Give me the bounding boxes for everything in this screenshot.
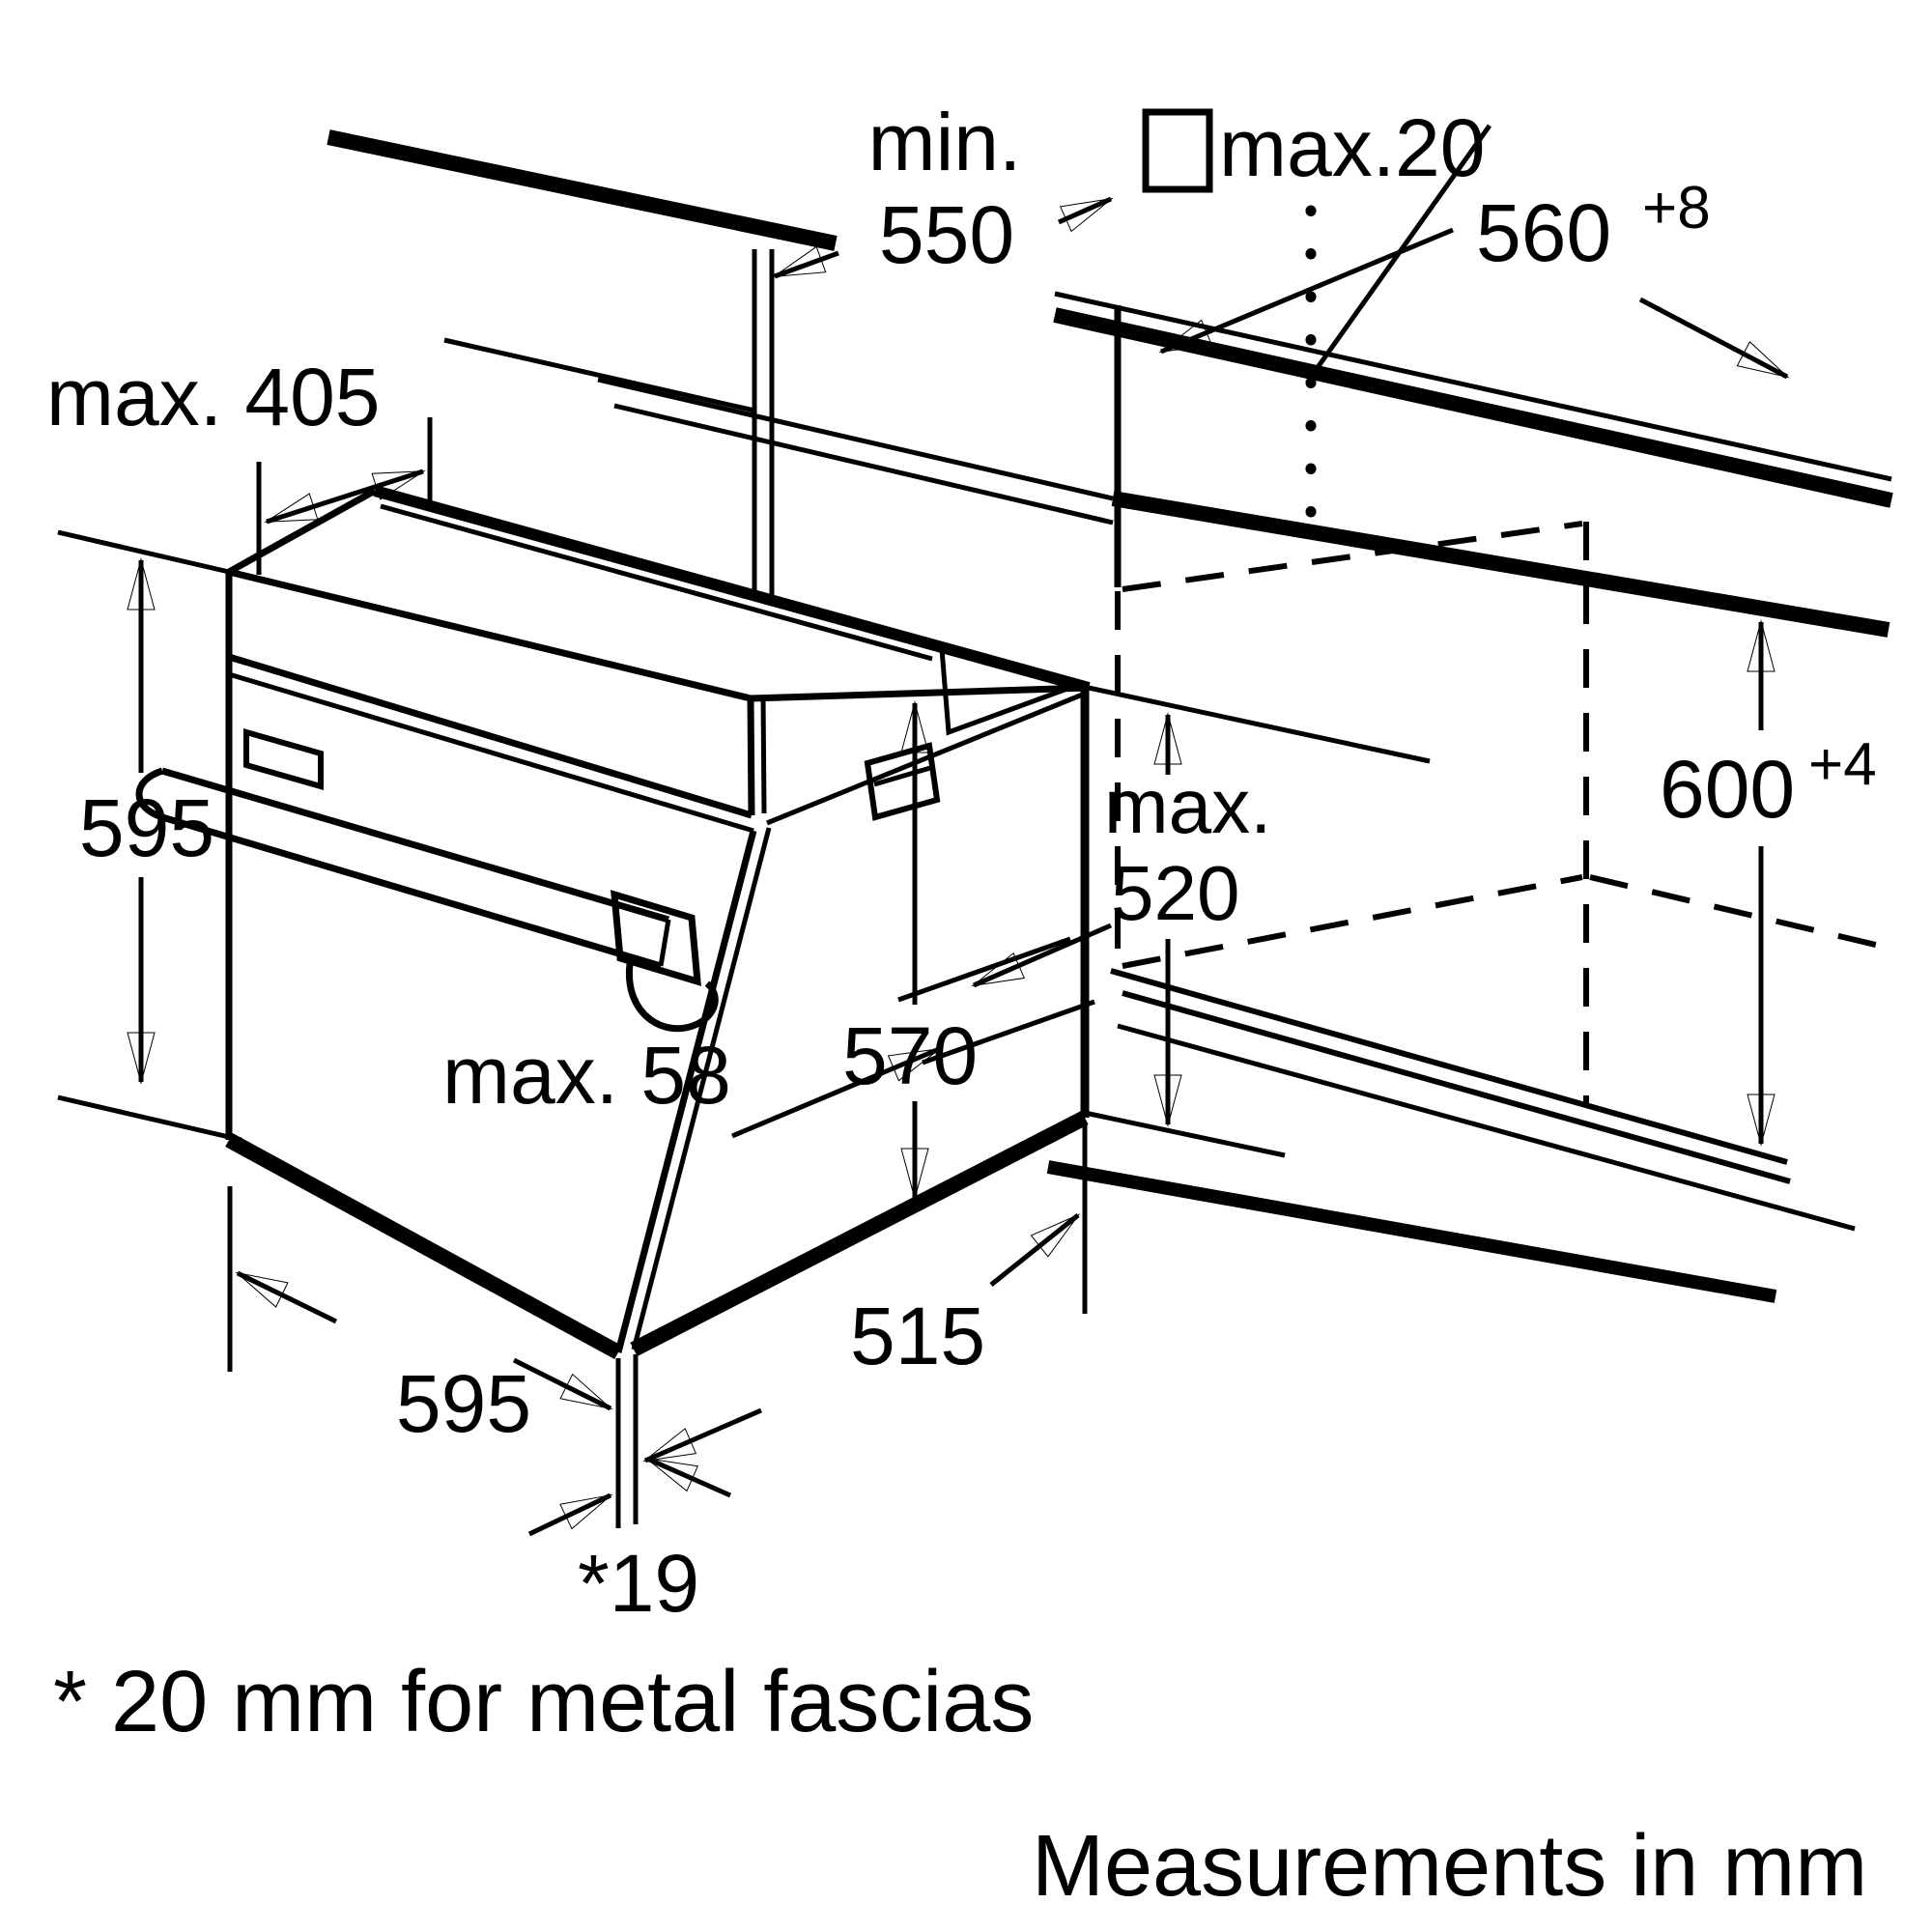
double-arrow <box>264 469 426 525</box>
arrow-in <box>971 923 1113 988</box>
dim-fascia-clearance: max.20 <box>1142 102 1485 532</box>
dim-niche-usable-depth: max. 520 <box>1104 712 1271 1127</box>
side-vent-slot-inner <box>873 765 931 787</box>
ext-line-top <box>57 529 242 578</box>
dim-max405-label: max. 405 <box>46 352 381 442</box>
oven-top-vent-notch <box>939 648 1065 736</box>
dim-600-label: 600 <box>1660 744 1795 835</box>
oven-bottom-side-edge <box>630 1110 1089 1357</box>
handle-left-mount <box>243 728 324 790</box>
cavity-bottom-depth-hidden <box>1122 874 1583 969</box>
dim-max20-label: max.20 <box>1219 102 1485 193</box>
control-panel-bottom-edge <box>227 653 753 819</box>
square-symbol-icon <box>1142 108 1213 193</box>
door-thickness-line <box>631 827 772 1350</box>
dim-oven-height: 595 <box>57 529 242 1143</box>
dim-595-bottom-label: 595 <box>396 1358 531 1449</box>
oven-top-back-edge <box>373 485 1091 694</box>
arrow-right <box>1057 196 1114 233</box>
cavity-bottom-back-hidden <box>1589 874 1885 950</box>
arrow-right <box>644 1456 732 1498</box>
door-top-edge <box>228 671 754 834</box>
dim-niche-height: 600 +4 <box>1660 619 1877 1147</box>
dim-560-label: 560 <box>1476 187 1611 278</box>
arrow-right <box>512 1357 613 1411</box>
dim-570-label: 570 <box>842 1010 978 1101</box>
dim-fascia-overlap: *19 <box>527 1456 732 1629</box>
dim-560-tolerance: +8 <box>1642 175 1711 242</box>
cavity-top-depth-hidden <box>1122 521 1583 592</box>
niche-shelf-top-line <box>1088 685 1431 764</box>
handle-bar-top <box>161 767 669 923</box>
arrow-right <box>989 1213 1081 1287</box>
dim-min-label: min. <box>868 97 1022 187</box>
dim-handle-projection: max. 58 <box>442 923 1113 1139</box>
arrow-left <box>642 1407 762 1463</box>
dim-max520-value: 520 <box>1111 850 1239 936</box>
arrow-left <box>527 1492 613 1537</box>
oven-top-inner-line <box>380 503 933 662</box>
niche-bottom-edge-b <box>1122 990 1791 1184</box>
wall-line-left <box>443 337 755 413</box>
oven-body <box>225 485 1091 1360</box>
handle-hook-curve <box>625 963 719 1033</box>
floor-edge <box>1046 1160 1777 1303</box>
dim-niche-width: 560 +8 <box>1158 175 1790 380</box>
units-note-text: Measurements in mm <box>1032 1818 1867 1915</box>
dim-star19-label: *19 <box>578 1538 699 1629</box>
oven-side-top-line <box>766 691 1086 826</box>
cabinet-hidden-cavity <box>1115 521 1885 1107</box>
plinth-line <box>1117 1023 1856 1232</box>
dim-max58-label: max. 58 <box>442 1030 731 1121</box>
dim-oven-body-height: 570 <box>842 700 978 1201</box>
dim-worktop-depth: min. 550 <box>752 97 1114 598</box>
niche-bottom-edge-a <box>1110 968 1788 1165</box>
tick-line-a <box>897 936 1071 1003</box>
cabinet-structure <box>1046 305 1890 1303</box>
dim-door-swing: max. 405 <box>46 352 433 575</box>
arrow-out <box>731 1046 942 1139</box>
cabinet-top-rail-a <box>597 377 1114 501</box>
arrow-left <box>772 245 839 279</box>
arrow-left <box>235 1270 338 1324</box>
handle-bar-end <box>658 919 671 967</box>
door-bottom-edge <box>225 1132 622 1360</box>
dim-oven-width: 595 <box>227 1186 613 1449</box>
wall-line-right <box>1054 291 1892 482</box>
oven-handle <box>135 728 719 1033</box>
worktop-front-edge-left <box>327 129 838 251</box>
oven-top-front-edge <box>228 568 752 702</box>
control-panel-thickness-line <box>760 695 767 814</box>
niche-shelf-front-line <box>1084 1110 1286 1158</box>
arrow-left <box>1158 227 1454 355</box>
handle-bar-bottom <box>160 813 663 970</box>
dim-550-label: 550 <box>879 189 1014 280</box>
oven-top-right-edge <box>750 684 1090 702</box>
door-right-edge <box>614 830 757 1353</box>
cabinet-top-rail-b <box>613 403 1114 526</box>
dim-max520-word: max. <box>1104 763 1271 849</box>
ext-line-bottom <box>57 1094 242 1143</box>
dim-600-tolerance: +4 <box>1808 731 1877 798</box>
dim-595-left-label: 595 <box>79 782 214 873</box>
dim-oven-depth: 515 <box>615 1125 1088 1528</box>
handle-right-mount <box>611 890 701 986</box>
oven-top-left-edge <box>227 487 377 576</box>
handle-left-cap <box>135 767 164 821</box>
footnote-text: * 20 mm for metal fascias <box>53 1654 1034 1750</box>
dim-515-label: 515 <box>850 1291 985 1381</box>
control-panel-right-edge <box>747 697 755 816</box>
tick-line-b <box>922 999 1095 1065</box>
arrow-right <box>1638 297 1790 380</box>
niche-top-edge <box>1111 491 1890 638</box>
